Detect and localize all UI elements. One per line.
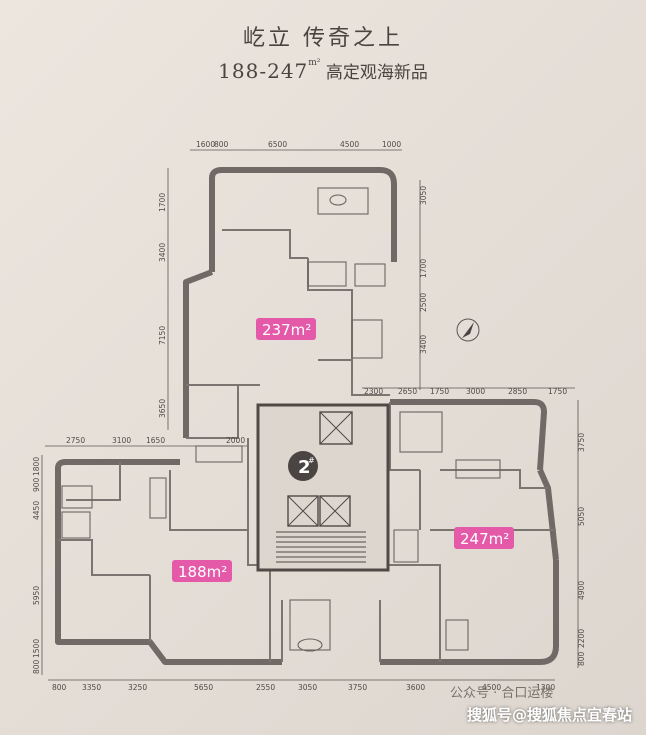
dim-left-2: 3400 — [158, 243, 167, 262]
dim-bottom-5: 2550 — [256, 683, 275, 692]
dim-top-4: 4500 — [340, 140, 359, 149]
dim-mid-2: 2650 — [398, 387, 417, 396]
dim-left-1: 1700 — [158, 193, 167, 212]
dim-lside-3: 4450 — [32, 501, 41, 520]
dim-right-2: 1700 — [419, 259, 428, 278]
dim-rside-3: 4900 — [577, 581, 586, 600]
dim-mid-4: 3000 — [466, 387, 485, 396]
dim-lside-6: 800 — [32, 659, 41, 674]
dim-mid-6: 1750 — [548, 387, 567, 396]
dim-left-4: 3650 — [158, 399, 167, 418]
wechat-source: 公众号 · 合口运楼 — [450, 686, 554, 701]
fixtures — [61, 187, 501, 652]
area-range: 188-247 — [218, 59, 309, 83]
unit-tag-247: 247m² — [454, 527, 514, 549]
dim-rside-4: 2200 — [577, 629, 586, 648]
north-arrow-icon — [456, 318, 480, 342]
building-mark: # — [308, 456, 315, 465]
dim-lside-4: 5950 — [32, 586, 41, 605]
dim-lside-2: 900 — [32, 477, 41, 492]
dim-bottom-10: 1300 — [536, 683, 555, 692]
dim-lside-5: 1500 — [32, 639, 41, 658]
dim-mid-5: 2850 — [508, 387, 527, 396]
dim-bottom-3: 3250 — [128, 683, 147, 692]
dim-rside-1: 3750 — [577, 433, 586, 452]
dim-leftrow-1: 2750 — [66, 436, 85, 445]
unit-area-237: 237m² — [262, 321, 311, 339]
area-unit: m² — [308, 58, 321, 68]
dim-top-3: 6500 — [268, 140, 287, 149]
dim-bottom-1: 800 — [52, 683, 67, 692]
exterior-walls — [55, 167, 559, 665]
dim-mid-3: 1750 — [430, 387, 449, 396]
dim-left-3: 7150 — [158, 326, 167, 345]
dim-top-5: 1000 — [382, 140, 401, 149]
unit-area-247: 247m² — [460, 530, 509, 548]
dim-rside-2: 5050 — [577, 507, 586, 526]
dim-bottom-8: 3600 — [406, 683, 425, 692]
watermark: 搜狐号@搜狐焦点宜春站 — [466, 706, 632, 724]
unit-tag-188: 188m² — [172, 560, 232, 582]
dim-top-2: 800 — [214, 140, 229, 149]
dim-bottom-2: 3350 — [82, 683, 101, 692]
area-range-line: 188-247m² 高定观海新品 — [0, 58, 646, 83]
building-number: 2 — [298, 457, 311, 478]
dim-leftrow-4: 2000 — [226, 436, 245, 445]
dim-leftrow-3: 1650 — [146, 436, 165, 445]
building-label: 2 # — [288, 451, 318, 481]
dim-top-1: 1600 — [196, 140, 215, 149]
dim-bottom-4: 5650 — [194, 683, 213, 692]
dim-bottom-9: 4500 — [482, 683, 501, 692]
dim-bottom-6: 3050 — [298, 683, 317, 692]
dim-mid-1: 2300 — [364, 387, 383, 396]
dim-right-1: 3050 — [419, 186, 428, 205]
headline: 屹立 传奇之上 — [243, 26, 403, 51]
tagline: 高定观海新品 — [325, 63, 428, 83]
dim-lside-1: 1800 — [32, 457, 41, 476]
dim-right-3: 2500 — [419, 293, 428, 312]
dim-rside-5: 800 — [577, 651, 586, 666]
unit-tag-237: 237m² — [256, 318, 316, 340]
dim-leftrow-2: 3100 — [112, 436, 131, 445]
dimension-labels: 1600 800 6500 4500 1000 1700 3400 7150 3… — [32, 140, 586, 692]
dim-right-4: 3400 — [419, 335, 428, 354]
unit-area-188: 188m² — [178, 563, 227, 581]
building-core — [256, 403, 390, 572]
dim-bottom-7: 3750 — [348, 683, 367, 692]
